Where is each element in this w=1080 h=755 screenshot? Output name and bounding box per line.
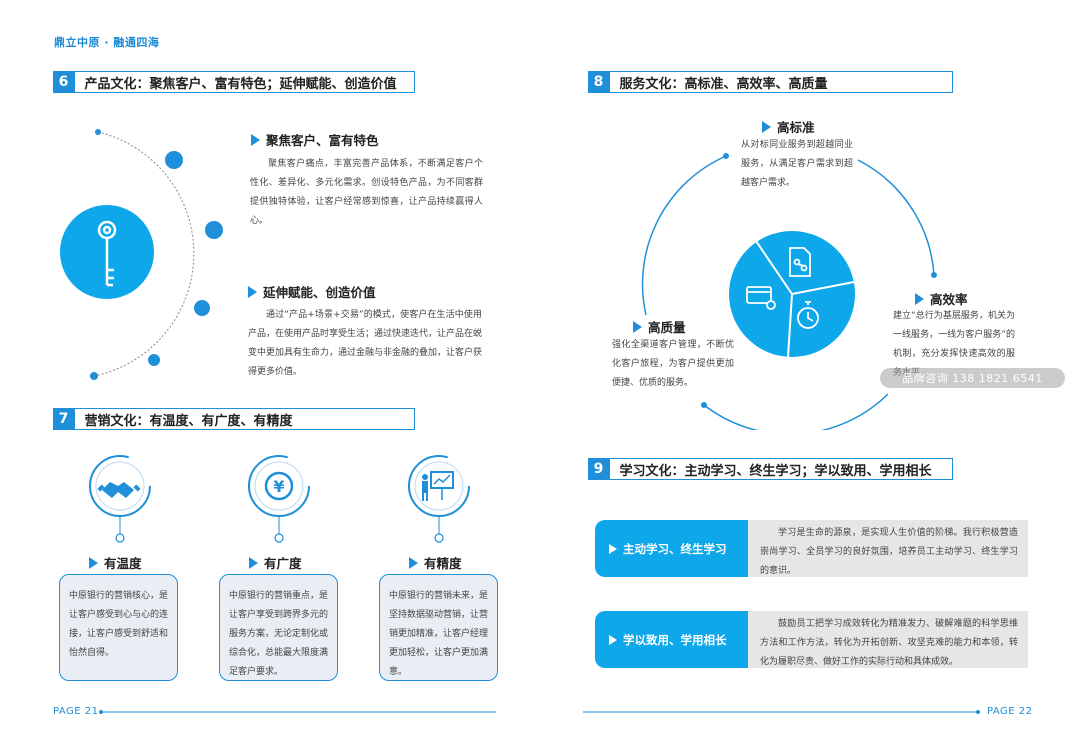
document-icon [789, 247, 811, 277]
section-7-card-2: 中原银行的营销重点，是让客户享受到跨界多元的服务方案，无论定制化或综合化，总能最… [219, 574, 338, 681]
learning-item-2-box: 鼓励员工把学习成效转化为精准发力、破解难题的科学思维方法和工作方法，转化为开拓创… [748, 611, 1028, 668]
section-8-item-1-text: 从对标同业服务到超越同业服务，从满足客户需求到超越客户需求。 [741, 140, 853, 188]
footer-line-left [99, 710, 496, 714]
precision-icon-graphic [408, 455, 470, 543]
triangle-bullet-icon [409, 556, 418, 569]
section-6-title: 产品文化：聚焦客户、富有特色；延伸赋能、创造价值 [84, 76, 397, 92]
card-icon [746, 286, 776, 310]
breadth-icon-graphic: ¥ [248, 455, 310, 543]
key-icon [97, 220, 117, 287]
section-6-number: 6 [52, 71, 75, 93]
section-7-header: 7 营销文化：有温度、有广度、有精度 [52, 408, 415, 430]
watermark-contact: 品牌咨询 138 1821 6541 [880, 368, 1065, 388]
section-8-title: 服务文化：高标准、高效率、高质量 [619, 76, 828, 92]
section-7-item-2-title: 有广度 [249, 553, 302, 572]
triangle-bullet-icon [915, 292, 924, 305]
card-3-text: 中原银行的营销未来，是坚持数据驱动营销，让营销更加精准，让客户经理更加轻松，让客… [389, 591, 489, 677]
section-8-header: 8 服务文化：高标准、高效率、高质量 [587, 71, 953, 93]
card-1-text: 中原银行的营销核心，是让客户感受到心与心的连接，让客户感受到舒适和怡然自得。 [69, 591, 169, 658]
triangle-bullet-icon [89, 556, 98, 569]
yuan-icon: ¥ [264, 471, 294, 501]
learning-item-1-box: 学习是生命的源泉，是实现人生价值的阶梯。我行积极营造崇尚学习、全员学习的良好氛围… [748, 520, 1028, 577]
learning-item-2-text: 鼓励员工把学习成效转化为精准发力、破解难题的科学思维方法和工作方法，转化为开拓创… [760, 619, 1018, 667]
section-9-number: 9 [587, 458, 610, 480]
learning-item-2-label: 学以致用、学用相长 [595, 611, 748, 668]
section-7-card-1: 中原银行的营销核心，是让客户感受到心与心的连接，让客户感受到舒适和怡然自得。 [59, 574, 178, 681]
section-7-item-3-title: 有精度 [409, 553, 462, 572]
footer-line-right [583, 710, 980, 714]
stopwatch-icon [797, 301, 819, 329]
section-7-card-3: 中原银行的营销未来，是坚持数据驱动营销，让营销更加精准，让客户经理更加轻松，让客… [379, 574, 498, 681]
section-6-header: 6 产品文化：聚焦客户、富有特色；延伸赋能、创造价值 [52, 71, 415, 93]
section-7-title: 营销文化：有温度、有广度、有精度 [84, 413, 293, 429]
section-6-item-2-title: 延伸赋能、创造价值 [248, 282, 376, 301]
section-9-header: 9 学习文化：主动学习、终生学习；学以致用、学用相长 [587, 458, 953, 480]
triangle-bullet-icon [633, 320, 642, 333]
learning-item-1-text: 学习是生命的源泉，是实现人生价值的阶梯。我行积极营造崇尚学习、全员学习的良好氛围… [760, 528, 1018, 576]
triangle-bullet-icon [609, 634, 617, 645]
triangle-bullet-icon [609, 543, 617, 554]
service-cycle-graphic [641, 153, 937, 430]
page-number-right: PAGE 22 [987, 706, 1033, 717]
triangle-bullet-icon [251, 133, 260, 146]
card-2-text: 中原银行的营销重点，是让客户享受到跨界多元的服务方案，无论定制化或综合化，总能最… [229, 591, 329, 677]
section-6-item-1-title: 聚焦客户、富有特色 [251, 130, 379, 149]
section-8-number: 8 [587, 71, 610, 93]
learning-item-1-label: 主动学习、终生学习 [595, 520, 748, 577]
section-6-arc-graphic [60, 129, 223, 380]
triangle-bullet-icon [249, 556, 258, 569]
warmth-icon-graphic [89, 455, 151, 543]
brand-slogan: 鼎立中原 · 融通四海 [54, 36, 160, 49]
presentation-icon [422, 471, 454, 501]
section-6-item-1-text: 聚焦客户痛点，丰富完善产品体系，不断满足客户个性化、差异化、多元化需求。创设特色… [250, 159, 483, 226]
page-number-left: PAGE 21 [53, 706, 99, 717]
section-8-item-3-title: 高质量 [633, 317, 686, 336]
section-8-item-3-text: 强化全渠道客户管理，不断优化客户旅程，为客户提供更加便捷、优质的服务。 [612, 340, 734, 388]
section-7-item-1-title: 有温度 [89, 553, 142, 572]
section-9-title: 学习文化：主动学习、终生学习；学以致用、学用相长 [619, 463, 932, 479]
section-7-number: 7 [52, 408, 75, 430]
section-6-item-2-text: 通过“产品+场景+交易”的模式，使客户在生活中使用产品，在使用产品时享受生活；通… [248, 310, 483, 377]
section-8-item-2-title: 高效率 [915, 289, 968, 308]
section-8-item-1-title: 高标准 [762, 117, 815, 136]
triangle-bullet-icon [248, 285, 257, 298]
svg-text:¥: ¥ [273, 477, 284, 496]
handshake-icon [97, 482, 141, 498]
triangle-bullet-icon [762, 120, 771, 133]
